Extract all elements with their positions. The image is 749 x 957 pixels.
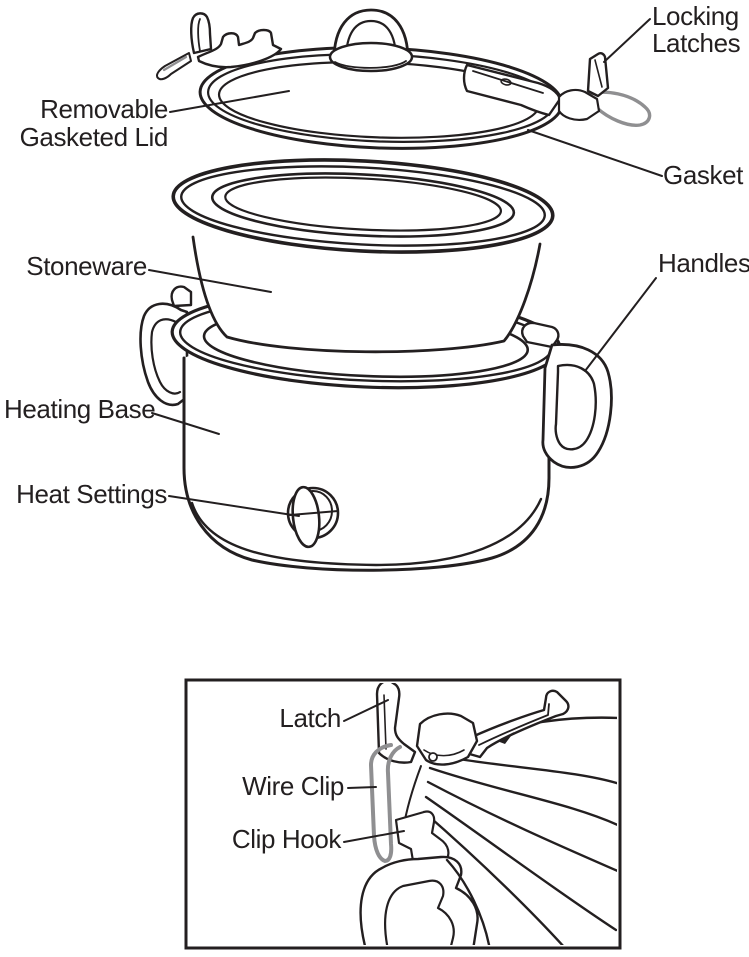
label-stoneware: Stoneware [26,251,147,281]
leader-clip-hook [343,830,405,843]
label-removable-lid-line1: Removable [40,94,168,124]
stoneware-illustration [171,158,555,354]
label-locking-latches-line1: Locking [652,1,739,31]
leader-lines [148,18,663,517]
inset-box [184,678,622,950]
right-locking-latch [462,52,652,127]
lid-handle [328,8,414,73]
left-locking-latch [155,12,283,81]
leader-heat-settings [168,495,300,517]
label-handles: Handles [658,248,749,278]
leader-wire-clip [347,786,377,789]
label-removable-lid-line2: Gasketed Lid [19,122,169,152]
leader-heating-base [151,412,220,435]
lid-illustration [155,8,652,150]
leader-removable-lid [169,90,290,113]
label-locking-latches: Locking Latches [652,1,741,58]
label-heat-settings: Heat Settings [16,479,167,509]
inset-leader-lines [343,699,405,843]
label-locking-latches-line2: Latches [652,28,741,58]
label-gasket: Gasket [663,160,743,190]
leader-latch [343,699,389,722]
inset-latch-illustration [359,683,617,945]
leader-locking-latches [603,18,651,63]
label-clip-hook: Clip Hook [231,824,342,854]
label-wire-clip: Wire Clip [242,771,344,801]
leader-handles [584,277,657,372]
label-removable-gasketed-lid: Removable Gasketed Lid [6,94,169,152]
label-latch: Latch [279,703,341,733]
arrow-icon [497,732,514,744]
leader-stoneware [148,269,272,293]
label-heating-base: Heating Base [4,394,156,424]
leader-gasket [527,129,663,177]
heat-settings-knob [286,485,340,549]
